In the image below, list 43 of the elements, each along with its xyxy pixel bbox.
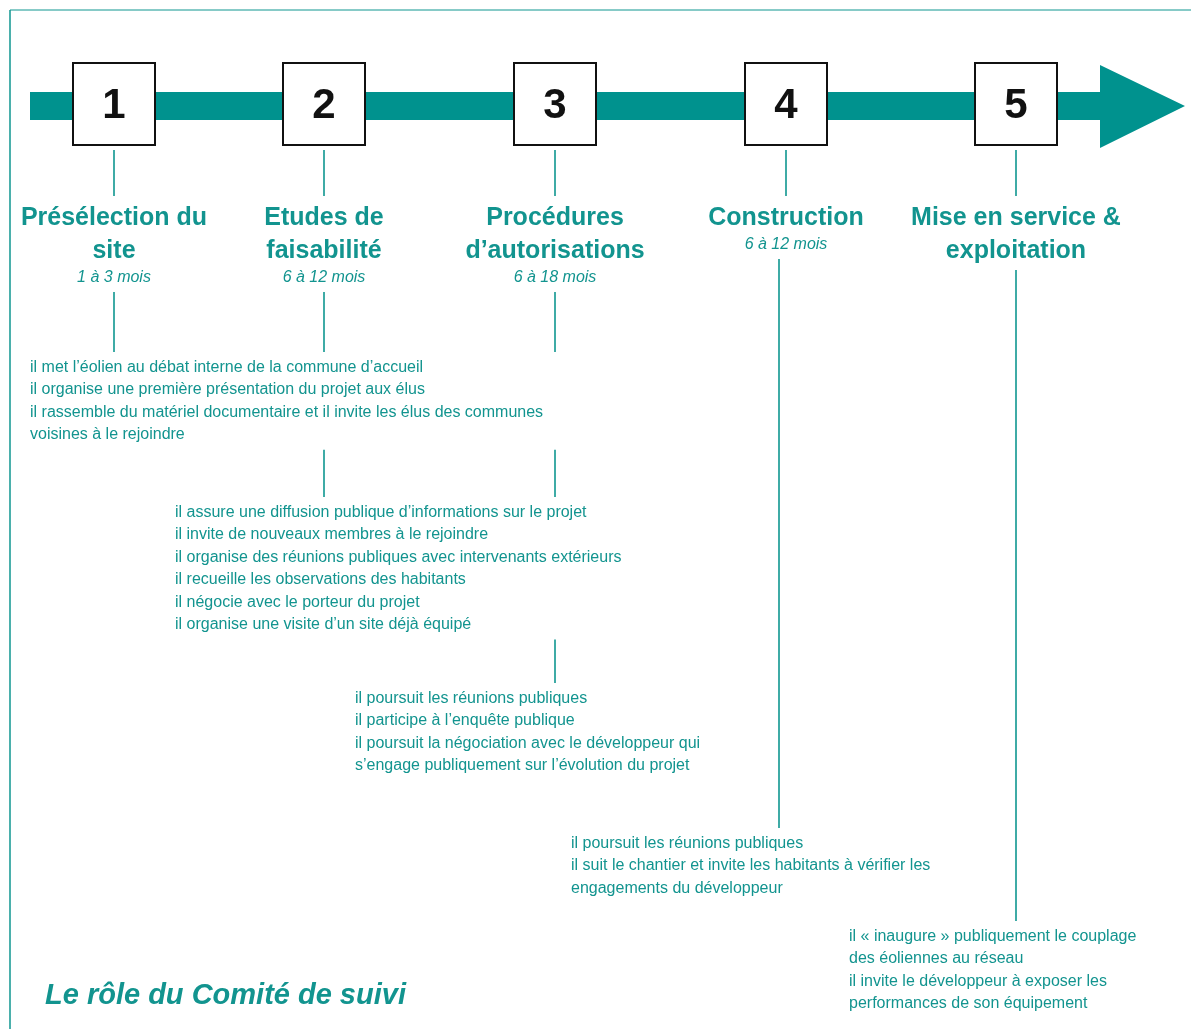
role-text: il met l’éolien au débat interne de la commune d’accueil (30, 357, 425, 377)
role-text: il organise des réunions publiques avec intervenants extérieurs (175, 546, 623, 567)
connector-line (113, 149, 115, 197)
duration-label: 1 à 3 mois (76, 267, 152, 287)
connector-line (323, 149, 325, 197)
role-text: il suit le chantier et invite les habitants à vérifier les engagements du développeur (571, 855, 932, 898)
step-number-box: 4 (744, 62, 828, 146)
connector-line (323, 291, 325, 353)
role-text: il invite de nouveaux membres à le rejoindre (175, 524, 490, 545)
step-number-box: 3 (513, 62, 597, 146)
phase-title: Etudes de faisabilité (263, 201, 385, 265)
role-text: il recueille les observations des habitants (175, 569, 467, 590)
step-number-box: 5 (974, 62, 1058, 146)
connector-line (554, 291, 556, 353)
duration-label: 6 à 18 mois (512, 267, 598, 287)
role-text: il poursuit la négociation avec le développeur qui s’engage publiquement sur l’évolution du projet (355, 732, 702, 776)
role-text: il poursuit les réunions publiques (355, 688, 589, 708)
duration-label: 6 à 12 mois (743, 234, 829, 254)
connector-line (554, 149, 556, 197)
role-text: il poursuit les réunions publiques (571, 833, 805, 853)
step-number-box: 1 (72, 62, 156, 146)
role-text: il organise une visite d’un site déjà équipé (175, 614, 473, 635)
step-number-box: 2 (282, 62, 366, 146)
role-text: il participe à l’enquête publique (355, 710, 576, 731)
role-text: il organise une première présentation du projet aux élus (30, 379, 426, 400)
phase-title: Procédures d’autorisations (464, 201, 646, 265)
duration-label: 6 à 12 mois (281, 267, 367, 287)
caption: Le rôle du Comité de suivi (45, 978, 406, 1011)
role-text: il négocie avec le porteur du projet (175, 591, 421, 612)
connector-line (785, 149, 787, 197)
connector-line (113, 291, 115, 353)
role-text: il assure une diffusion publique d’informations sur le projet (175, 502, 588, 522)
connector-line (1015, 269, 1017, 922)
phase-title: Construction (707, 201, 865, 232)
role-text: il rassemble du matériel documentaire et il invite les élus des communes voisines à le rejoindre (30, 401, 545, 445)
connector-line (323, 448, 325, 498)
role-text: il invite le développeur à exposer les performances de son équipement (849, 970, 1108, 1014)
phase-title: Mise en service & exploitation (910, 201, 1122, 265)
phase-title: Présélection du site (19, 201, 209, 265)
connector-line (778, 258, 780, 829)
connector-line (1015, 149, 1017, 197)
connector-line (554, 448, 556, 498)
connector-line (554, 638, 556, 684)
